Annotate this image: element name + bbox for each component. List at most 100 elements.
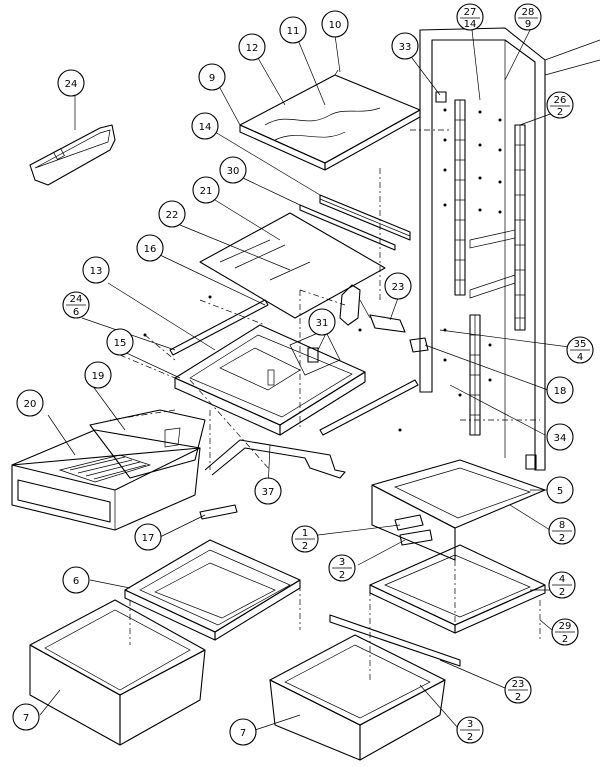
svg-text:2: 2 (302, 541, 308, 552)
callout-15: 15 (106, 328, 134, 356)
part-20-drawer (11, 409, 206, 531)
svg-text:2: 2 (559, 533, 565, 544)
rail-29 (329, 614, 461, 667)
svg-text:30: 30 (227, 166, 240, 177)
svg-text:23: 23 (512, 679, 525, 690)
callout-31: 31 (308, 308, 336, 336)
svg-text:9: 9 (525, 19, 531, 30)
svg-text:3: 3 (467, 719, 473, 730)
part-23-control (339, 284, 429, 353)
svg-text:34: 34 (554, 433, 567, 444)
callout-22: 22 (158, 200, 186, 228)
callout-24-6: 246 (62, 291, 90, 319)
callout-23-2: 232 (504, 676, 532, 704)
callout-16: 16 (136, 234, 164, 262)
svg-text:11: 11 (287, 26, 300, 37)
svg-text:7: 7 (240, 728, 246, 739)
svg-text:2: 2 (339, 570, 345, 581)
callout-3-2: 32 (328, 554, 356, 582)
svg-text:29: 29 (559, 621, 572, 632)
svg-text:3: 3 (339, 557, 345, 568)
svg-text:5: 5 (557, 486, 563, 497)
part-31-clip (307, 347, 319, 363)
svg-text:26: 26 (554, 95, 567, 106)
svg-text:4: 4 (559, 574, 565, 585)
svg-text:8: 8 (559, 520, 565, 531)
callout-1-2: 12 (291, 525, 319, 553)
callout-29-2: 292 (551, 618, 579, 646)
svg-text:23: 23 (392, 282, 405, 293)
svg-text:4: 4 (577, 352, 583, 363)
svg-text:2: 2 (515, 692, 521, 703)
svg-text:7: 7 (23, 713, 29, 724)
callout-14: 14 (191, 112, 219, 140)
cabinet-liner (143, 27, 601, 471)
callout-20: 20 (16, 389, 44, 417)
svg-text:14: 14 (464, 19, 477, 30)
svg-text:37: 37 (262, 487, 275, 498)
svg-text:24: 24 (70, 294, 83, 305)
callout-33: 33 (391, 32, 419, 60)
callout-7-left: 7 (12, 703, 40, 731)
part-21-glass (199, 212, 386, 319)
svg-text:10: 10 (329, 20, 342, 31)
callout-19: 19 (84, 361, 112, 389)
top-shelf (239, 69, 421, 171)
svg-text:13: 13 (90, 266, 103, 277)
callout-10: 10 (321, 10, 349, 38)
svg-text:31: 31 (316, 318, 329, 329)
svg-text:2: 2 (557, 107, 563, 118)
callout-21: 21 (192, 176, 220, 204)
callout-23: 23 (384, 272, 412, 300)
part-4-frame (369, 514, 546, 634)
callout-12: 12 (238, 33, 266, 61)
callout-34: 34 (546, 423, 574, 451)
svg-text:33: 33 (399, 42, 412, 53)
svg-text:17: 17 (142, 533, 155, 544)
callout-4-2: 42 (548, 571, 576, 599)
svg-text:6: 6 (73, 307, 79, 318)
svg-text:28: 28 (522, 7, 535, 18)
callout-13: 13 (82, 256, 110, 284)
callout-8-2: 82 (548, 517, 576, 545)
callout-30: 30 (219, 156, 247, 184)
callout-18: 18 (546, 376, 574, 404)
callout-5: 5 (546, 476, 574, 504)
svg-text:2: 2 (562, 634, 568, 645)
svg-text:14: 14 (199, 122, 212, 133)
part-24-bin (29, 124, 116, 186)
svg-text:35: 35 (574, 339, 587, 350)
svg-text:27: 27 (464, 7, 477, 18)
svg-text:20: 20 (24, 399, 37, 410)
svg-text:21: 21 (200, 186, 213, 197)
part-17 (199, 504, 238, 520)
svg-text:6: 6 (73, 576, 79, 587)
crisper-frame (174, 289, 366, 436)
part-7-pan-right (269, 634, 446, 761)
svg-text:16: 16 (144, 244, 157, 255)
svg-text:19: 19 (92, 371, 105, 382)
part-6-shelf (124, 539, 301, 641)
leader-lines (39, 29, 593, 731)
callout-9: 9 (198, 63, 226, 91)
svg-text:2: 2 (559, 587, 565, 598)
callout-3-2-lower: 32 (456, 716, 484, 744)
callout-24: 24 (57, 69, 85, 97)
svg-text:15: 15 (114, 338, 127, 349)
callout-37: 37 (254, 477, 282, 505)
part-37-bracket (204, 439, 346, 479)
rails-14-30 (299, 194, 411, 251)
part-5-glass (371, 459, 546, 561)
callout-35-4: 354 (566, 336, 594, 364)
callout-28-9: 289 (514, 3, 542, 31)
svg-text:24: 24 (65, 79, 78, 90)
callout-26-2: 262 (546, 91, 574, 119)
callout-7-right: 7 (229, 718, 257, 746)
alignment-lines (109, 129, 541, 680)
part-7-pan-left (29, 599, 206, 746)
support-rods (144, 299, 419, 436)
